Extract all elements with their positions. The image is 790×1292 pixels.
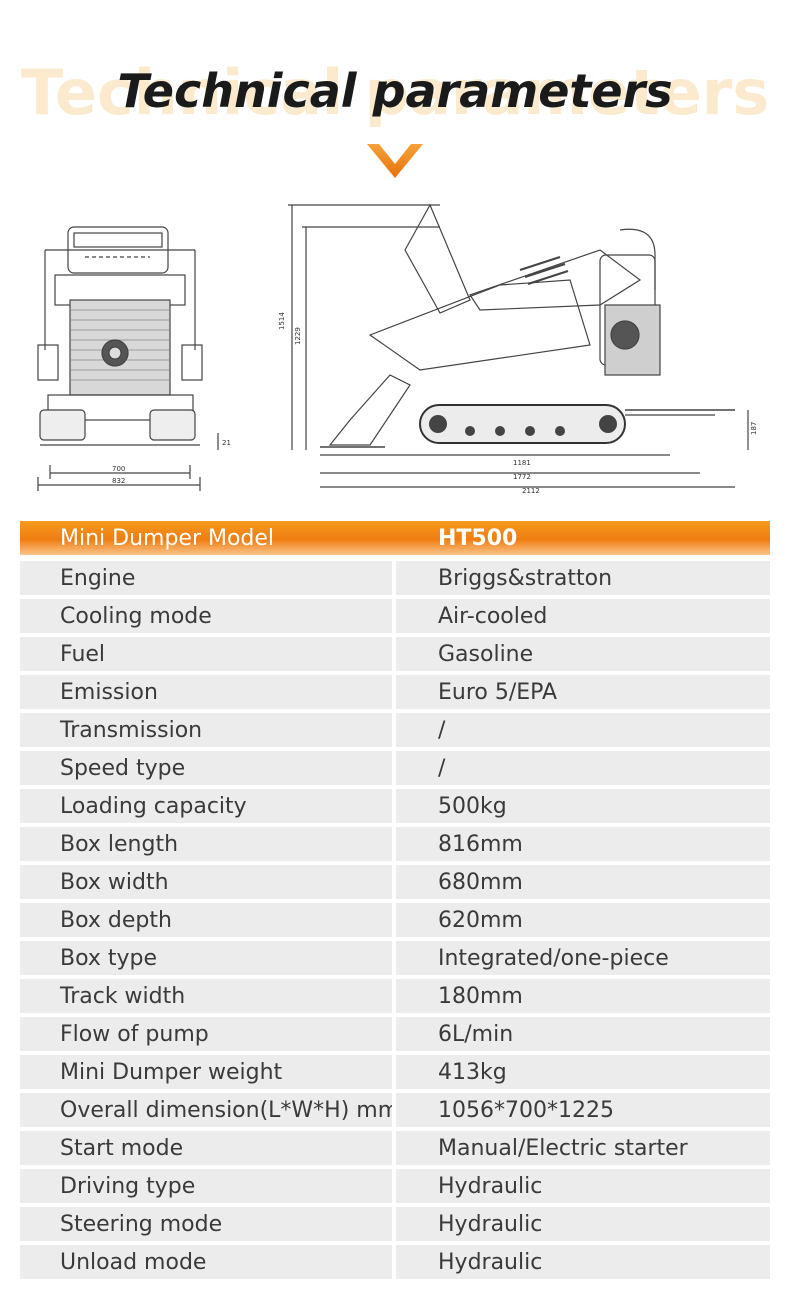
side-dim-length: 1772: [513, 473, 531, 481]
table-row: Track width 180mm: [20, 979, 770, 1013]
side-dim-platform: 187: [750, 422, 758, 435]
header-value: HT500: [438, 525, 518, 551]
table-row: Box type Integrated/one-piece: [20, 941, 770, 975]
spec-label: Fuel: [20, 637, 392, 671]
page-title: Technical parameters: [117, 64, 673, 118]
spec-table-header: Mini Dumper Model HT500: [20, 521, 770, 555]
technical-drawing: 700 832 21 1514: [37, 203, 758, 495]
spec-value: Air-cooled: [396, 599, 770, 633]
spec-label: Start mode: [20, 1131, 392, 1165]
title-watermark: Technical parameters: [20, 56, 770, 129]
table-row: Transmission /: [20, 713, 770, 747]
table-row: Overall dimension(L*W*H) mm 1056*700*122…: [20, 1093, 770, 1127]
table-row: Fuel Gasoline: [20, 637, 770, 671]
table-row: Speed type /: [20, 751, 770, 785]
spec-value: Hydraulic: [396, 1207, 770, 1241]
spec-value: Euro 5/EPA: [396, 675, 770, 709]
spec-value: Briggs&stratton: [396, 561, 770, 595]
table-row: Box width 680mm: [20, 865, 770, 899]
spec-label: Overall dimension(L*W*H) mm: [20, 1093, 392, 1127]
spec-value: 180mm: [396, 979, 770, 1013]
spec-value: 680mm: [396, 865, 770, 899]
spec-label: Transmission: [20, 713, 392, 747]
spec-value: 816mm: [396, 827, 770, 861]
front-dim-clearance: 21: [222, 439, 231, 447]
table-row: Engine Briggs&stratton: [20, 561, 770, 595]
spec-label: Emission: [20, 675, 392, 709]
spec-label: Box depth: [20, 903, 392, 937]
table-row: Box depth 620mm: [20, 903, 770, 937]
front-dim-overall: 832: [112, 477, 125, 485]
table-row: Emission Euro 5/EPA: [20, 675, 770, 709]
spec-table: Mini Dumper Model HT500 Engine Briggs&st…: [20, 521, 770, 1283]
side-dim-overall: 2112: [522, 487, 540, 495]
spec-value: Hydraulic: [396, 1169, 770, 1203]
page-heading: Technical parameters Technical parameter…: [0, 50, 790, 140]
front-view-drawing: [37, 226, 219, 491]
spec-label: Cooling mode: [20, 599, 392, 633]
side-dim-height-raised: 1514: [278, 312, 286, 330]
side-dim-height: 1229: [294, 327, 302, 345]
spec-value: 500kg: [396, 789, 770, 823]
spec-value: Gasoline: [396, 637, 770, 671]
spec-label: Mini Dumper weight: [20, 1055, 392, 1089]
spec-label: Box length: [20, 827, 392, 861]
spec-value: 413kg: [396, 1055, 770, 1089]
table-row: Unload mode Hydraulic: [20, 1245, 770, 1279]
side-view-drawing: [288, 203, 749, 488]
spec-value: Hydraulic: [396, 1245, 770, 1279]
spec-label: Engine: [20, 561, 392, 595]
header-label: Mini Dumper Model: [60, 525, 275, 551]
spec-value: 1056*700*1225: [396, 1093, 770, 1127]
spec-label: Speed type: [20, 751, 392, 785]
spec-value: /: [396, 713, 770, 747]
spec-label: Steering mode: [20, 1207, 392, 1241]
front-dim-width: 700: [112, 465, 125, 473]
table-row: Driving type Hydraulic: [20, 1169, 770, 1203]
table-row: Mini Dumper weight 413kg: [20, 1055, 770, 1089]
spec-value: /: [396, 751, 770, 785]
spec-label: Box width: [20, 865, 392, 899]
side-dim-track: 1181: [513, 459, 531, 467]
spec-label: Track width: [20, 979, 392, 1013]
spec-label: Box type: [20, 941, 392, 975]
table-row: Flow of pump 6L/min: [20, 1017, 770, 1051]
table-row: Steering mode Hydraulic: [20, 1207, 770, 1241]
spec-value: Manual/Electric starter: [396, 1131, 770, 1165]
table-row: Box length 816mm: [20, 827, 770, 861]
table-row: Start mode Manual/Electric starter: [20, 1131, 770, 1165]
spec-label: Unload mode: [20, 1245, 392, 1279]
chevron-down-icon: [367, 144, 423, 178]
table-row: Cooling mode Air-cooled: [20, 599, 770, 633]
table-row: Loading capacity 500kg: [20, 789, 770, 823]
spec-label: Loading capacity: [20, 789, 392, 823]
spec-value: 620mm: [396, 903, 770, 937]
spec-value: 6L/min: [396, 1017, 770, 1051]
spec-label: Driving type: [20, 1169, 392, 1203]
spec-label: Flow of pump: [20, 1017, 392, 1051]
spec-value: Integrated/one-piece: [396, 941, 770, 975]
